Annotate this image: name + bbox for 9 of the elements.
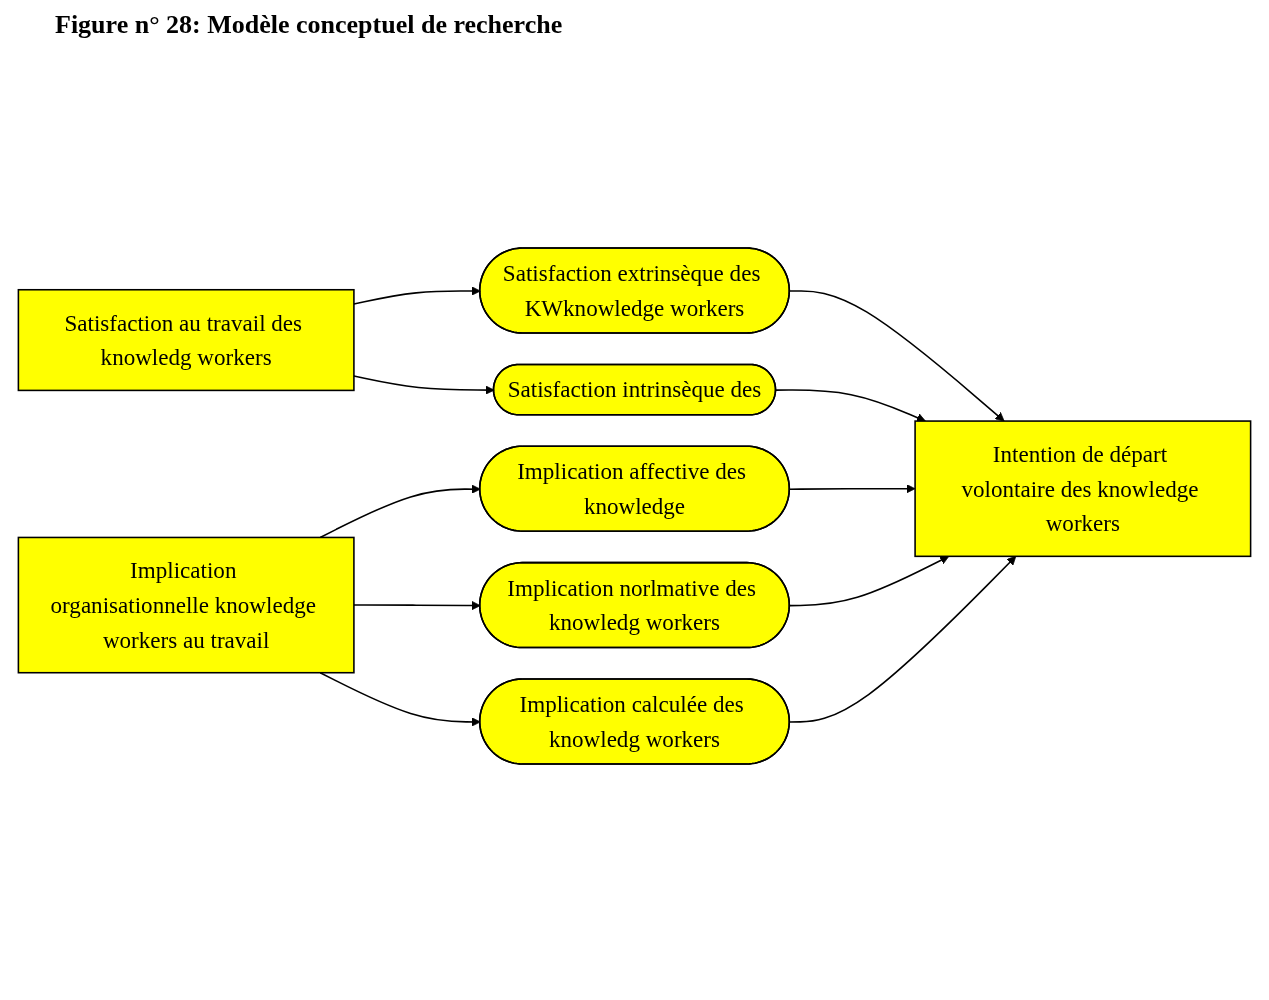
arrow xyxy=(775,389,926,423)
node-box: Satisfaction au travail des knowledg workers xyxy=(17,288,355,392)
figure-title: Figure n° 28: Modèle conceptuel de recherche xyxy=(55,10,563,40)
arrow xyxy=(789,290,1005,422)
arrow xyxy=(789,555,950,607)
arrow xyxy=(789,484,916,494)
arrow xyxy=(789,555,1017,723)
node-box: Implication organisationnelle knowledge workers au travail xyxy=(17,536,355,674)
node-box: Intention de départ volontaire des knowledge workers xyxy=(914,420,1252,558)
